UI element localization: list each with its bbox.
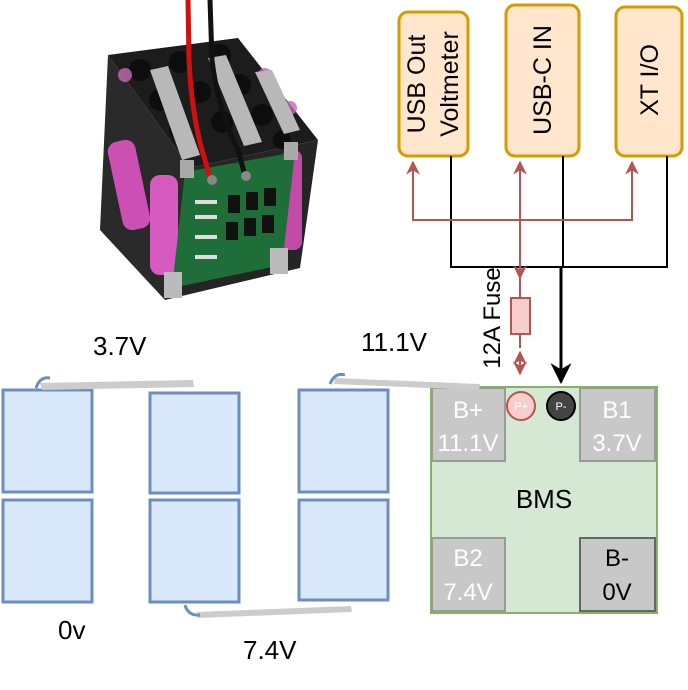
battery-pack-photo xyxy=(100,0,318,300)
pad-b-minus-voltage: 0V xyxy=(602,579,631,606)
bms-label: BMS xyxy=(516,484,572,514)
cell-column-3 xyxy=(297,388,390,602)
bms-board: BMS B+ 11.1V B1 3.7V B2 7.4V B- 0V P+ P- xyxy=(430,386,658,614)
usb-c-in-label: USB-C IN xyxy=(529,25,557,135)
cell-straps xyxy=(34,372,480,618)
voltage-label-11v1: 11.1V xyxy=(361,327,428,357)
pad-b-plus: B+ 11.1V xyxy=(431,387,506,462)
voltage-label-0v: 0v xyxy=(58,615,85,645)
fuse-label: 12A Fuse xyxy=(479,267,506,368)
pad-b2-name: B2 xyxy=(453,545,482,572)
pad-b-plus-voltage: 11.1V xyxy=(438,430,499,457)
p-plus-terminal: P+ xyxy=(506,391,536,421)
pad-b2-voltage: 7.4V xyxy=(443,579,492,606)
cell-column-1 xyxy=(1,388,94,604)
pad-b1-voltage: 3.7V xyxy=(592,430,641,457)
voltage-label-7v4: 7.4V xyxy=(243,635,297,665)
p-minus-terminal: P- xyxy=(546,391,576,421)
usb-out-label: USB Out xyxy=(403,35,431,134)
p-minus-label: P- xyxy=(556,401,567,413)
voltage-label-3v7: 3.7V xyxy=(93,331,147,361)
xt-io-label: XT I/O xyxy=(636,44,664,116)
voltmeter-label: Voltmeter xyxy=(436,31,464,137)
usb-c-in-module: USB-C IN xyxy=(504,3,581,158)
p-plus-label: P+ xyxy=(514,401,528,413)
positive-wires xyxy=(406,160,639,376)
negative-wires xyxy=(450,156,668,268)
pad-b2: B2 7.4V xyxy=(431,537,506,612)
pad-b-plus-name: B+ xyxy=(453,397,483,424)
xt-io-module: XT I/O xyxy=(614,5,684,158)
pad-b1-name: B1 xyxy=(602,397,631,424)
usb-out-voltmeter-module: USB Out Voltmeter xyxy=(397,10,470,158)
pad-b-minus-name: B- xyxy=(605,545,629,572)
cell-column-2 xyxy=(148,391,241,604)
pad-b1: B1 3.7V xyxy=(579,387,656,462)
pad-b-minus: B- 0V xyxy=(579,537,656,612)
fuse xyxy=(510,297,531,335)
